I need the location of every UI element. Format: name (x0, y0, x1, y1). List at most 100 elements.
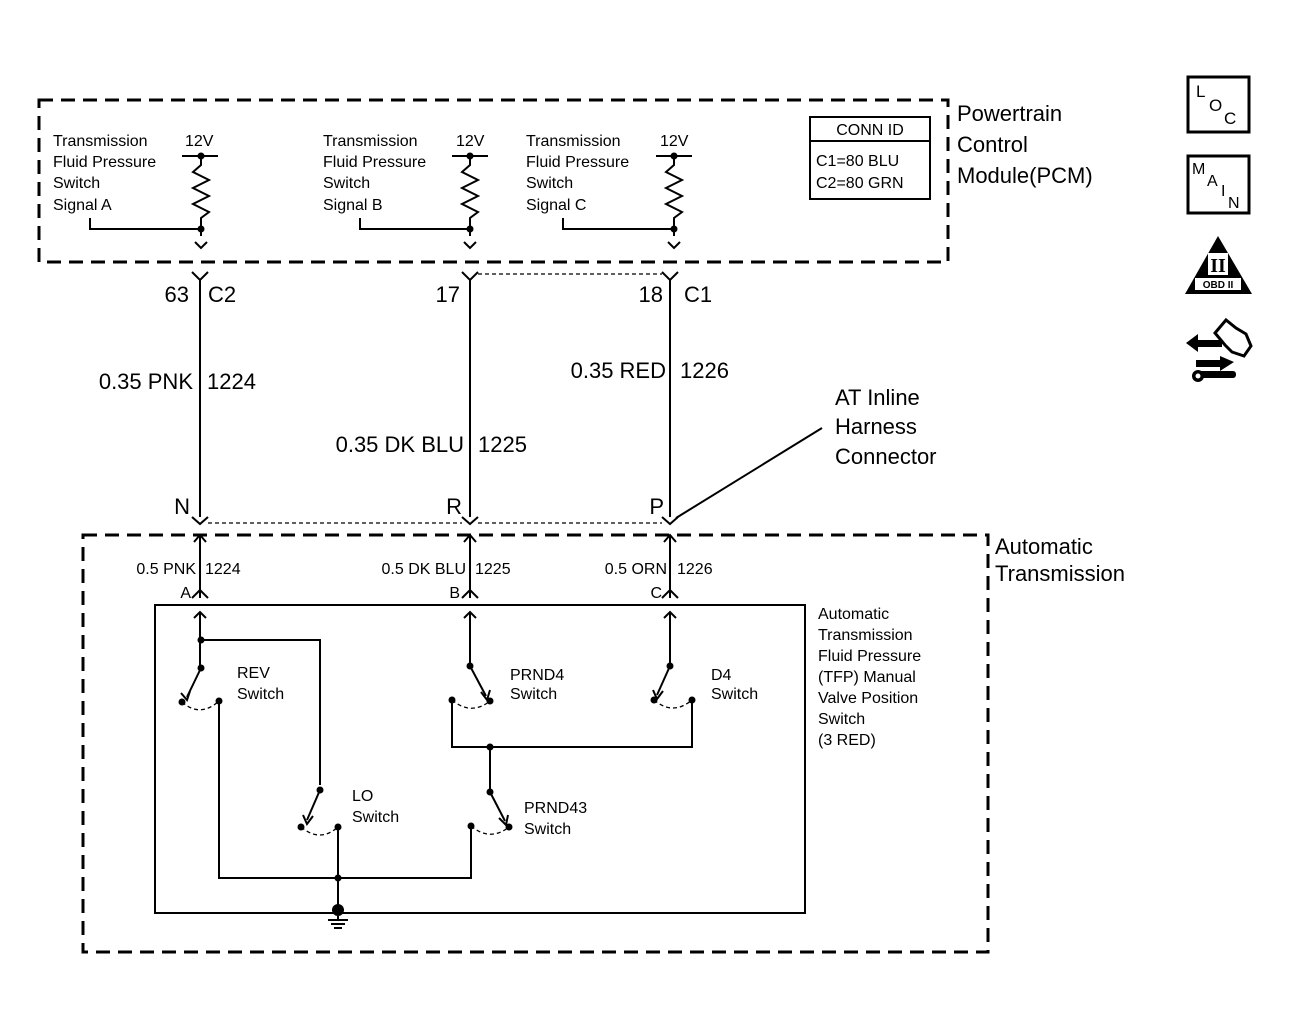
main-letter-n: N (1228, 195, 1240, 212)
wire-lower-b-circuit: 1225 (475, 561, 511, 578)
terminal-b: B (449, 585, 460, 602)
signal-a-label-line1: Transmission (53, 133, 148, 150)
inline-connector-label-line1: AT Inline (835, 385, 920, 410)
d4-switch-label-line2: Switch (711, 686, 758, 703)
signal-b-circuit: Transmission Fluid Pressure Switch Signa… (323, 133, 488, 250)
d4-switch-label-line1: D4 (711, 667, 732, 684)
terminal-r: R (446, 494, 462, 519)
tools-icon[interactable] (1186, 317, 1253, 382)
lo-switch-label-line1: LO (352, 788, 373, 805)
pcm-boundary (37, 98, 950, 264)
connector-c2-label: C2 (208, 282, 236, 307)
pcm-module: Powertrain Control Module(PCM) Transmiss… (37, 98, 1093, 264)
signal-b-label-line1: Transmission (323, 133, 418, 150)
connector-c1-label: C1 (684, 282, 712, 307)
wire-1226-spec: 0.35 RED (571, 358, 666, 383)
terminal-p: P (649, 494, 664, 519)
lo-switch: LO Switch (297, 786, 399, 836)
prnd4-switch-label-line1: PRND4 (510, 667, 564, 684)
signal-b-label-line3: Switch (323, 175, 370, 192)
loc-icon[interactable]: L O C (1186, 75, 1251, 134)
automatic-transmission: Automatic Transmission 0.5 PNK 1224 A 0.… (81, 533, 1125, 954)
obd-numeral: II (1210, 255, 1226, 277)
signal-b-label-line4: Signal B (323, 197, 383, 214)
pin-17: 17 (436, 282, 460, 307)
signal-c-label-line4: Signal C (526, 197, 586, 214)
signal-a-voltage: 12V (185, 133, 214, 150)
wire-lower-a-spec: 0.5 PNK (136, 561, 196, 578)
pull-up-resistor-c (663, 156, 685, 236)
tfp-label-line6: Switch (818, 711, 865, 728)
main-letter-i: I (1221, 183, 1225, 200)
signal-c-label-line1: Transmission (526, 133, 621, 150)
tfp-label-line2: Transmission (818, 627, 913, 644)
d4-switch: D4 Switch (650, 662, 758, 709)
pcm-title-line3: Module(PCM) (957, 163, 1093, 188)
pcm-title-line2: Control (957, 132, 1028, 157)
wire-lower-c-circuit: 1226 (677, 561, 713, 578)
signal-b-voltage: 12V (456, 133, 485, 150)
pull-up-resistor-b (459, 156, 481, 236)
wire-1224-circuit: 1224 (207, 369, 256, 394)
wire-lower-c-spec: 0.5 ORN (605, 561, 667, 578)
loc-letter-l: L (1196, 82, 1205, 101)
upper-wires: 0.35 PNK 1224 0.35 DK BLU 1225 0.35 RED … (99, 280, 729, 517)
tfp-label-line5: Valve Position (818, 690, 918, 707)
inline-connector-leader (675, 427, 823, 519)
loc-letter-o: O (1209, 96, 1222, 115)
obd-label: OBD II (1203, 280, 1234, 291)
tfp-switch-assembly (154, 604, 806, 914)
wire-1225-circuit: 1225 (478, 432, 527, 457)
wire-lower-b-spec: 0.5 DK BLU (382, 561, 466, 578)
pcm-connector: 63 C2 17 18 C1 (165, 271, 712, 307)
conn-id-row-2: C2=80 GRN (816, 175, 904, 192)
signal-c-circuit: Transmission Fluid Pressure Switch Signa… (526, 133, 692, 250)
pull-up-resistor-a (190, 156, 212, 236)
transmission-title-line1: Automatic (995, 534, 1093, 559)
transmission-title-line2: Transmission (995, 561, 1125, 586)
signal-b-label-line2: Fluid Pressure (323, 154, 426, 171)
terminal-n: N (174, 494, 190, 519)
tfp-label-line4: (TFP) Manual (818, 669, 916, 686)
tfp-label-line3: Fluid Pressure (818, 648, 921, 665)
signal-a-circuit: Transmission Fluid Pressure Switch Signa… (53, 133, 218, 250)
conn-id-box: CONN ID C1=80 BLU C2=80 GRN (809, 116, 931, 200)
terminal-a: A (180, 585, 191, 602)
prnd4-switch: PRND4 Switch (448, 662, 564, 709)
pcm-title-line1: Powertrain (957, 101, 1062, 126)
wire-1225-spec: 0.35 DK BLU (336, 432, 464, 457)
rev-switch: REV Switch (178, 664, 284, 711)
loc-letter-c: C (1224, 109, 1236, 128)
prnd4-switch-label-line2: Switch (510, 686, 557, 703)
terminal-c: C (650, 585, 662, 602)
main-letter-m: M (1192, 161, 1205, 178)
main-icon[interactable]: M A I N (1186, 154, 1251, 215)
prnd43-switch-label-line2: Switch (524, 821, 571, 838)
inline-connector-label-line3: Connector (835, 444, 937, 469)
ground-icon (328, 904, 348, 929)
signal-a-label-line2: Fluid Pressure (53, 154, 156, 171)
main-letter-a: A (1207, 173, 1218, 190)
prnd43-switch: PRND43 Switch (467, 788, 587, 838)
wire-1224-spec: 0.35 PNK (99, 369, 193, 394)
pin-63: 63 (165, 282, 189, 307)
conn-id-header: CONN ID (836, 122, 904, 139)
signal-c-voltage: 12V (660, 133, 689, 150)
pin-18: 18 (639, 282, 663, 307)
obd-ii-icon[interactable]: II OBD II (1185, 236, 1252, 294)
transmission-boundary (81, 533, 990, 954)
wire-lower-a-circuit: 1224 (205, 561, 241, 578)
signal-c-label-line3: Switch (526, 175, 573, 192)
lo-switch-label-line2: Switch (352, 809, 399, 826)
at-inline-harness-connector: N R P AT Inline Harness Connector (174, 385, 937, 526)
signal-a-label-line4: Signal A (53, 197, 112, 214)
signal-c-label-line2: Fluid Pressure (526, 154, 629, 171)
conn-id-row-1: C1=80 BLU (816, 153, 899, 170)
tfp-label-line1: Automatic (818, 606, 889, 623)
signal-a-label-line3: Switch (53, 175, 100, 192)
tfp-label-line7: (3 RED) (818, 732, 876, 749)
rev-switch-label-line2: Switch (237, 686, 284, 703)
wire-1226-circuit: 1226 (680, 358, 729, 383)
prnd43-switch-label-line1: PRND43 (524, 800, 587, 817)
rev-switch-label-line1: REV (237, 665, 270, 682)
